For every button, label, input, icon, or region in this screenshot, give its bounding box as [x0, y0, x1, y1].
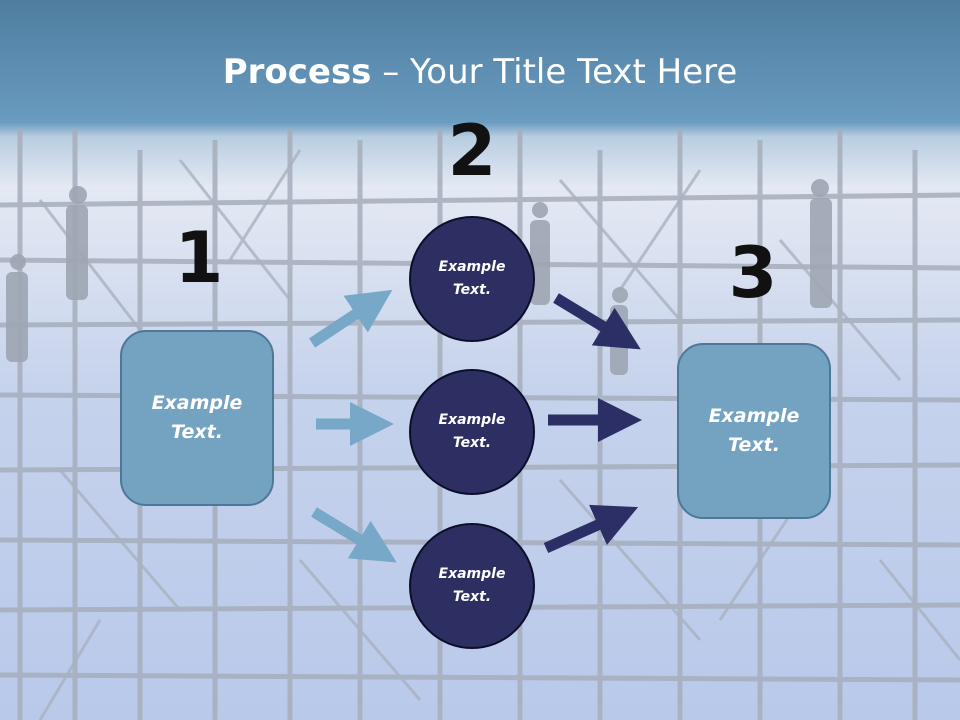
left-box-line1: Example — [151, 392, 243, 414]
circle-3[interactable]: Example Text. — [409, 523, 535, 649]
circle-2-line2: Text. — [452, 435, 492, 451]
right-box-line2: Text. — [728, 434, 780, 456]
circle-1-line2: Text. — [452, 282, 492, 298]
circle-1-line1: Example — [438, 259, 506, 275]
title-rest: – Your Title Text Here — [371, 52, 738, 92]
arrow-to-circle-3 — [311, 507, 397, 563]
left-box-line2: Text. — [171, 421, 223, 443]
circle-2-line1: Example — [438, 412, 506, 428]
slide-title: Process – Your Title Text Here — [0, 52, 960, 92]
step-number-1: 1 — [174, 217, 224, 299]
title-bold: Process — [222, 52, 372, 92]
step-number-3: 3 — [728, 232, 778, 314]
circle-3-line1: Example — [438, 566, 506, 582]
arrow-to-circle-1 — [308, 289, 393, 348]
right-box-line1: Example — [708, 405, 800, 427]
circle-2[interactable]: Example Text. — [409, 369, 535, 495]
arrow-from-circle-1 — [553, 293, 641, 350]
right-text-box[interactable]: Example Text. — [677, 343, 831, 519]
arrow-from-circle-3 — [543, 504, 639, 554]
circle-3-line2: Text. — [452, 589, 492, 605]
step-number-2: 2 — [447, 110, 497, 192]
left-text-box[interactable]: Example Text. — [120, 330, 274, 506]
circle-1[interactable]: Example Text. — [409, 216, 535, 342]
